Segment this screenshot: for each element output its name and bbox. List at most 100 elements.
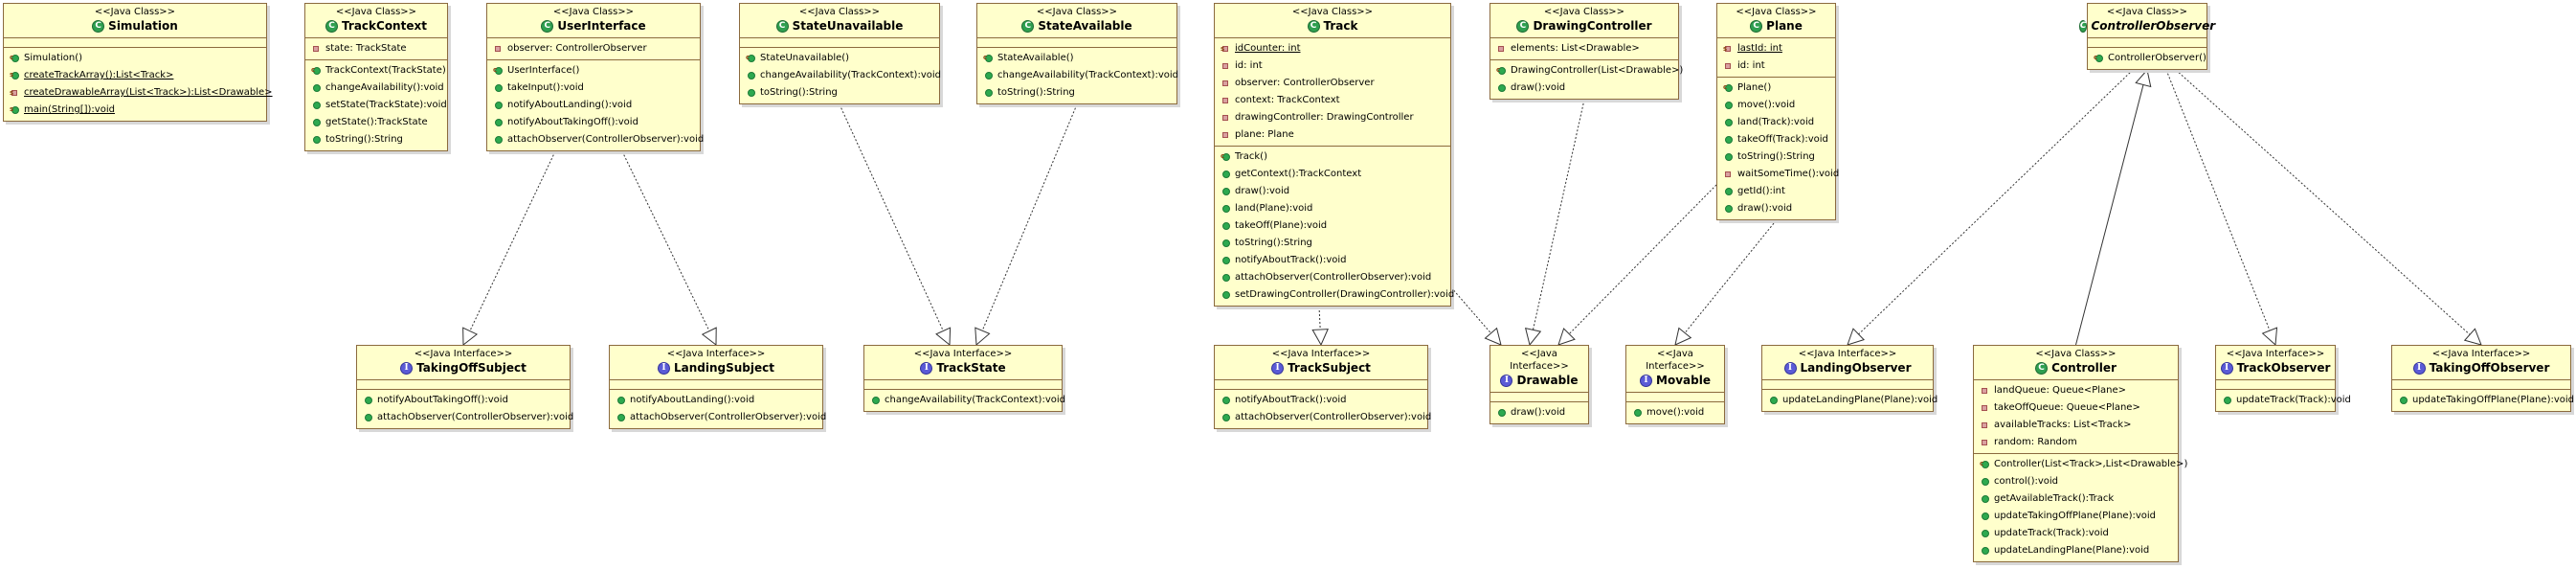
method-text: toString():String bbox=[997, 87, 1075, 98]
interface-icon: I bbox=[658, 362, 670, 375]
methods-section: UserInterface()takeInput():voidnotifyAbo… bbox=[487, 60, 704, 150]
method-text: draw():void bbox=[1511, 407, 1566, 418]
private-visibility-icon bbox=[10, 84, 17, 102]
class-name-text: TrackContext bbox=[342, 19, 427, 33]
stereotype-label: <<Java Interface>> bbox=[2431, 349, 2531, 359]
class-icon: C bbox=[1750, 20, 1763, 33]
fields-section bbox=[4, 38, 266, 48]
class-icon: C bbox=[325, 20, 339, 33]
field-row: random: Random bbox=[1974, 434, 2178, 451]
method-row: getState():TrackState bbox=[305, 114, 447, 131]
state-unavailable-box[interactable]: <<Java Class>>CStateUnavailableStateUnav… bbox=[739, 3, 941, 104]
method-text: move():void bbox=[1646, 407, 1705, 418]
method-row: attachObserver(ControllerObserver):void bbox=[610, 409, 826, 426]
method-text: control():void bbox=[1994, 476, 2058, 487]
public-visibility-icon bbox=[1980, 455, 1989, 472]
field-text: drawingController: DrawingController bbox=[1235, 112, 1414, 123]
public-visibility-icon bbox=[1221, 148, 1230, 165]
method-row: notifyAboutLanding():void bbox=[487, 97, 700, 114]
class-name-text: LandingObserver bbox=[1800, 361, 1912, 375]
method-row: toString():String bbox=[1717, 148, 1835, 166]
public-visibility-icon bbox=[1982, 478, 1989, 486]
private-visibility-icon bbox=[1221, 40, 1228, 57]
public-visibility-icon bbox=[1222, 188, 1230, 195]
method-row: notifyAboutTrack():void bbox=[1215, 392, 1427, 409]
method-text: getAvailableTrack():Track bbox=[1994, 493, 2115, 504]
stereotype-label: <<Java Class>> bbox=[552, 7, 635, 17]
public-visibility-icon bbox=[746, 49, 755, 66]
state-available-box[interactable]: <<Java Class>>CStateAvailableStateAvaila… bbox=[976, 3, 1178, 104]
method-text: changeAvailability(TrackContext):void bbox=[760, 70, 941, 80]
field-row: id: int bbox=[1215, 57, 1450, 75]
field-text: lastId: int bbox=[1737, 43, 1782, 54]
fields-section bbox=[1490, 393, 1588, 402]
field-text: landQueue: Queue<Plane> bbox=[1994, 385, 2127, 396]
public-visibility-icon bbox=[1982, 495, 1989, 503]
realization-arrowhead bbox=[1524, 327, 1542, 347]
stereotype-label: <<Java Interface>> bbox=[913, 349, 1013, 359]
stereotype-label: <<Java Interface>> bbox=[2226, 349, 2325, 359]
public-visibility-icon bbox=[1222, 397, 1230, 404]
field-text: observer: ControllerObserver bbox=[507, 43, 647, 54]
method-text: draw():void bbox=[1235, 186, 1290, 196]
field-text: state: TrackState bbox=[325, 43, 407, 54]
public-visibility-icon bbox=[1725, 119, 1733, 126]
method-row: move():void bbox=[1717, 97, 1835, 114]
method-text: createTrackArray():List<Track> bbox=[24, 70, 174, 80]
method-text: Simulation() bbox=[24, 53, 83, 63]
method-row: getAvailableTrack():Track bbox=[1974, 490, 2178, 508]
public-visibility-icon bbox=[313, 119, 321, 126]
controller-observer-box[interactable]: <<Java Class>>CControllerObserverControl… bbox=[2078, 3, 2215, 70]
method-row: getId():int bbox=[1717, 183, 1835, 200]
class-name-text: ControllerObserver bbox=[2091, 19, 2216, 33]
generalization-line bbox=[2075, 84, 2144, 346]
method-text: takeOff(Plane):void bbox=[1235, 220, 1328, 231]
class-name-text: TrackObserver bbox=[2236, 361, 2331, 375]
method-row: changeAvailability():void bbox=[305, 80, 447, 97]
public-visibility-icon bbox=[1725, 102, 1733, 109]
field-row: drawingController: DrawingController bbox=[1215, 109, 1450, 126]
method-row: Plane() bbox=[1717, 79, 1835, 97]
method-row: attachObserver(ControllerObserver):void bbox=[357, 409, 573, 426]
interface-icon: I bbox=[1783, 362, 1797, 375]
public-visibility-icon bbox=[872, 397, 880, 404]
simulation-box[interactable]: <<Java Class>>CSimulationSimulation()cre… bbox=[3, 3, 273, 122]
realization-arrowhead bbox=[2261, 327, 2278, 347]
public-visibility-icon bbox=[1222, 222, 1230, 230]
methods-section: updateTakingOffPlane(Plane):void bbox=[2392, 390, 2574, 411]
methods-section: changeAvailability(TrackContext):void bbox=[864, 390, 1065, 411]
method-row: notifyAboutTrack():void bbox=[1215, 252, 1450, 269]
realization-line bbox=[839, 103, 944, 331]
private-visibility-icon bbox=[1982, 388, 1987, 394]
method-row: takeOff(Track):void bbox=[1717, 131, 1835, 148]
interface-icon: I bbox=[1640, 375, 1653, 387]
public-visibility-icon bbox=[495, 119, 503, 126]
realization-line bbox=[2165, 69, 2271, 331]
private-visibility-icon bbox=[1222, 63, 1228, 69]
method-row: Controller(List<Track>,List<Drawable>) bbox=[1974, 455, 2187, 473]
method-text: notifyAboutLanding():void bbox=[507, 100, 633, 110]
